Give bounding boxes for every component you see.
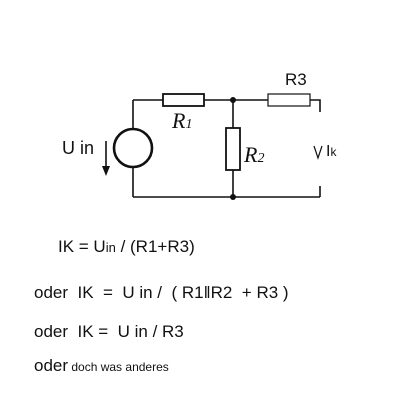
equation-1: IK = Uin / (R1+R3) (58, 237, 195, 256)
equation-4: oder doch was anderes (34, 356, 169, 375)
source-label: U in (62, 138, 95, 158)
wire-r3-right (310, 99, 321, 112)
equation-2: oder IK = U in / ( R1‖R2 + R3 ) (34, 283, 289, 302)
junction-top (230, 97, 236, 103)
voltage-source (112, 127, 154, 169)
resistor-r1 (162, 93, 205, 107)
r3-label: R3 (285, 70, 307, 89)
resistor-r3 (267, 93, 311, 107)
r1-label: R1 (172, 108, 193, 133)
current-arrow-ik (313, 145, 323, 160)
r2-label: R2 (244, 142, 265, 167)
junction-bottom (230, 194, 236, 200)
equation-3: oder IK = U in / R3 (34, 322, 184, 341)
resistor-r2 (225, 127, 241, 171)
ik-label: Ik (326, 143, 337, 160)
